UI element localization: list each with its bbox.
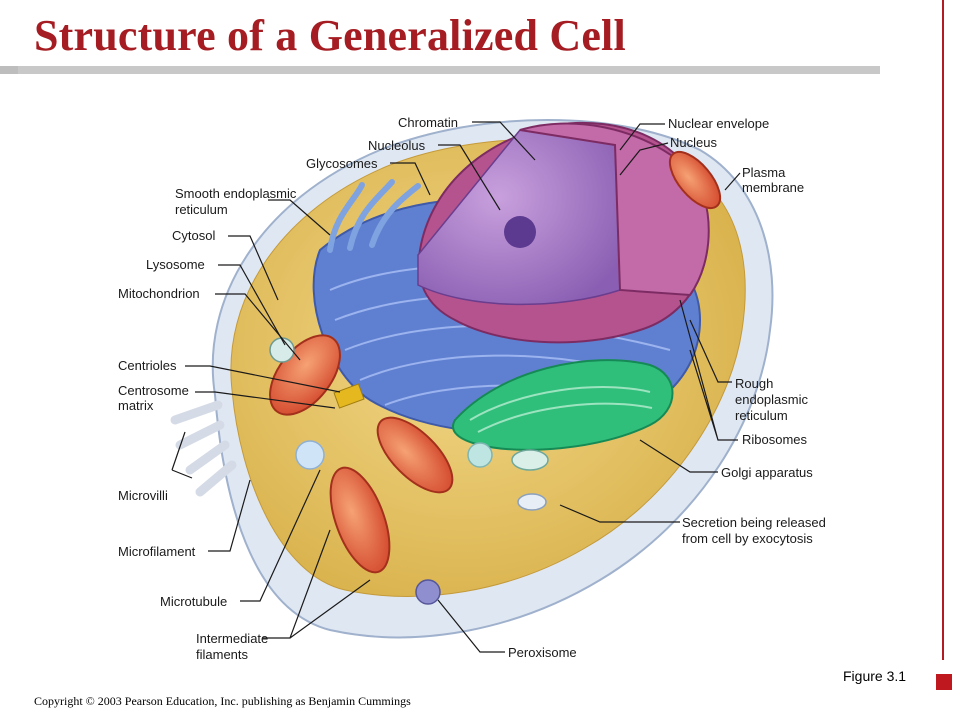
vesicle-1 [295, 440, 325, 470]
corner-marker [936, 674, 952, 690]
label-chromatin: Chromatin [398, 115, 458, 130]
label-leader-lines [171, 121, 741, 653]
label-microtubule: Microtubule [160, 594, 227, 609]
lysosome-shape [269, 337, 295, 363]
smooth-er [327, 179, 421, 253]
mitochondrion-2 [376, 416, 454, 494]
copyright-notice: Copyright © 2003 Pearson Education, Inc.… [34, 694, 411, 708]
title-divider [0, 66, 880, 74]
mitochondrion-4 [668, 150, 722, 210]
nucleolus-shape [504, 216, 536, 248]
label-rough-er-line2: endoplasmic [735, 392, 808, 407]
peroxisome-shape [415, 579, 441, 605]
label-peroxisome: Peroxisome [508, 645, 577, 660]
exocytosis-vesicle [517, 493, 547, 511]
golgi-folds [469, 386, 653, 433]
label-ribosomes: Ribosomes [742, 432, 808, 447]
label-secretion-line1: Secretion being released [682, 515, 826, 530]
label-mitochondrion: Mitochondrion [118, 286, 200, 301]
label-plasma-line1: Plasma [742, 165, 786, 180]
label-centrosome-line1: Centrosome [118, 383, 189, 398]
label-cytosol: Cytosol [172, 228, 215, 243]
label-microfilament: Microfilament [118, 544, 196, 559]
label-glycosomes: Glycosomes [306, 156, 378, 171]
label-intermediate-line1: Intermediate [196, 631, 268, 646]
microvilli-shape [170, 400, 237, 497]
vesicle-3 [511, 449, 549, 471]
label-rough-er-line1: Rough [735, 376, 773, 391]
divider-accent [0, 66, 18, 74]
label-smooth-er-line1: Smooth endoplasmic [175, 186, 297, 201]
label-smooth-er-line2: reticulum [175, 202, 228, 217]
label-centrosome-line2: matrix [118, 398, 154, 413]
label-centrioles: Centrioles [118, 358, 177, 373]
right-edge-rule [942, 0, 944, 660]
label-microvilli: Microvilli [118, 488, 168, 503]
mitochondrion-3 [329, 466, 391, 574]
label-lysosome: Lysosome [146, 257, 205, 272]
label-golgi: Golgi apparatus [721, 465, 813, 480]
centrioles-shape [333, 383, 365, 409]
vesicle-2 [467, 442, 493, 468]
label-rough-er-line3: reticulum [735, 408, 788, 423]
figure-reference: Figure 3.1 [843, 668, 907, 684]
label-nuclear-envelope: Nuclear envelope [668, 116, 769, 131]
label-plasma-line2: membrane [742, 180, 804, 195]
label-intermediate-line2: filaments [196, 647, 249, 662]
label-nucleolus: Nucleolus [368, 138, 426, 153]
slide-title: Structure of a Generalized Cell [34, 11, 626, 60]
label-secretion-line2: from cell by exocytosis [682, 531, 813, 546]
label-nucleus: Nucleus [670, 135, 717, 150]
